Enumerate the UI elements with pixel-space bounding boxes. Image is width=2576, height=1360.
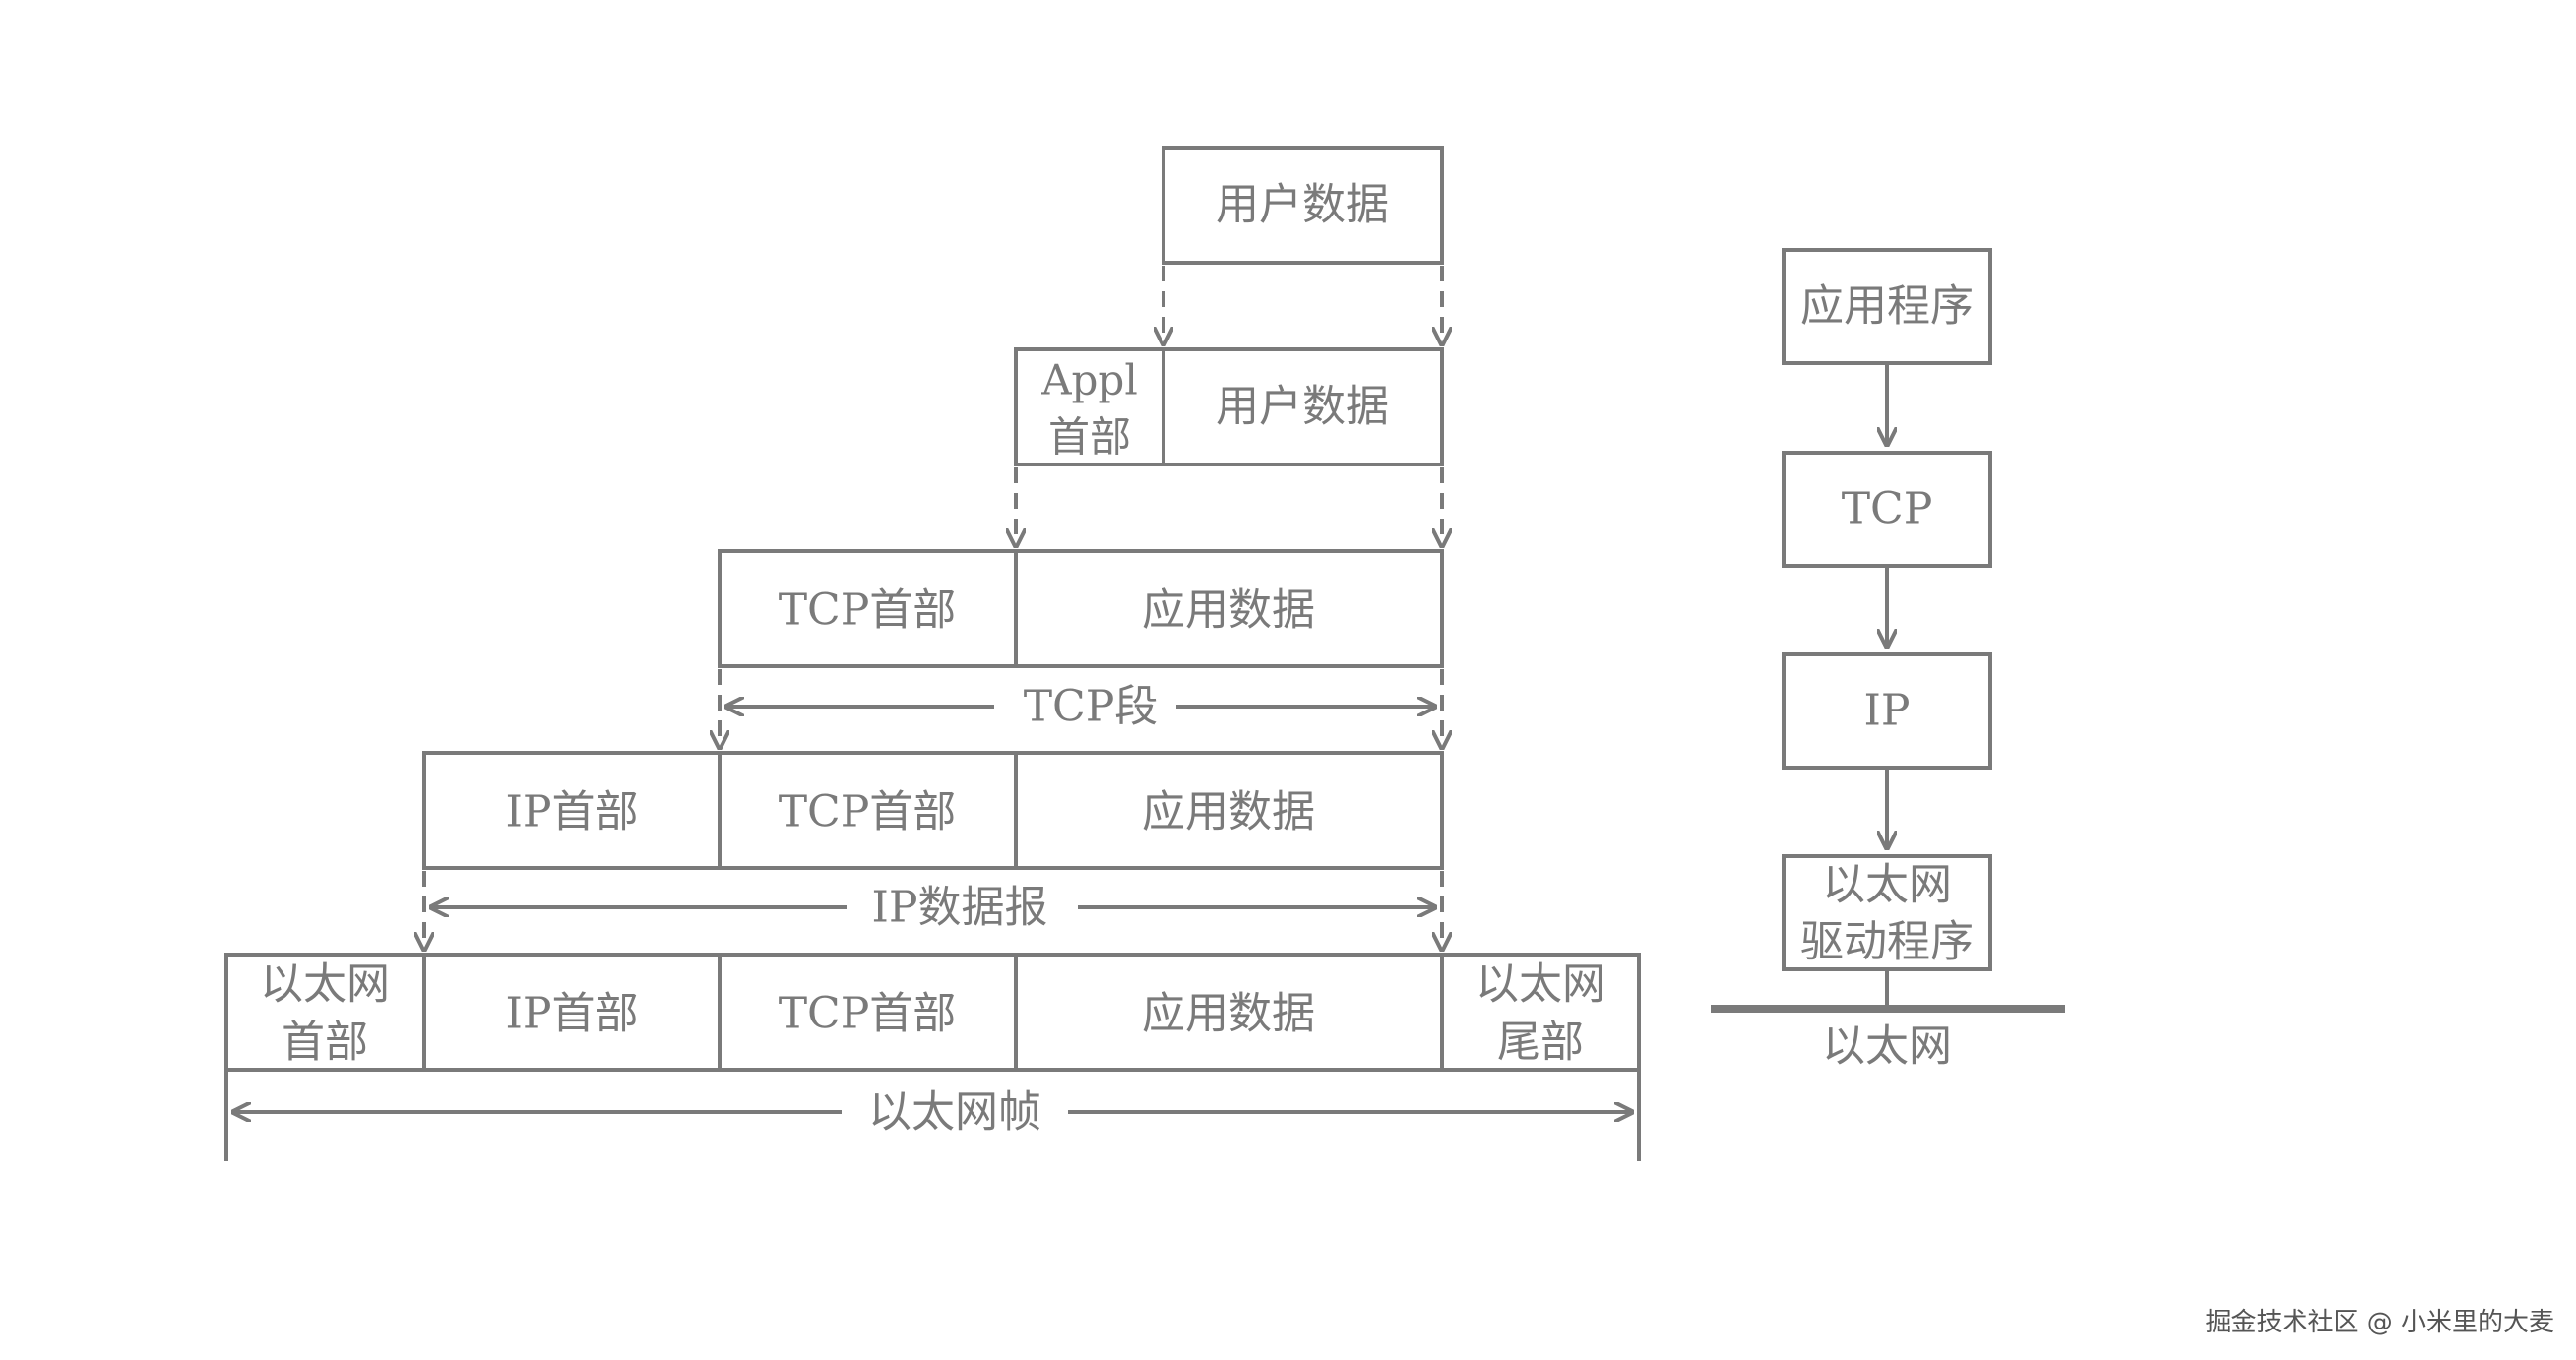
app-data-label: 应用数据 — [1142, 787, 1315, 837]
eth-trailer-label: 以太网 — [1476, 959, 1605, 1010]
ip-header-label: IP首部 — [506, 787, 639, 837]
watermark: 掘金技术社区 @ 小米里的大麦 — [2205, 1308, 2554, 1337]
tcp-header-label: TCP首部 — [779, 787, 957, 837]
user-data-box — [1162, 146, 1444, 265]
user-data-label: 用户数据 — [1216, 382, 1389, 432]
app-data-label: 应用数据 — [1142, 586, 1315, 636]
ip-label: IP — [1864, 686, 1911, 736]
eth-header-box — [224, 953, 426, 1072]
eth-trailer-label: 尾部 — [1497, 1018, 1584, 1068]
ethernet-driver-label: 以太网 — [1822, 860, 1952, 910]
ip-box — [1782, 652, 1992, 770]
ip-header-label: IP首部 — [506, 989, 639, 1039]
app-data-box — [1014, 549, 1444, 668]
row-tcp-segment: TCP首部 应用数据 — [718, 549, 1444, 668]
tcp-header-label: TCP首部 — [779, 989, 957, 1039]
appl-header-label: Appl — [1040, 356, 1138, 404]
app-data-box — [1014, 751, 1444, 870]
ethernet-driver-box — [1782, 854, 1992, 971]
eth-header-label: 以太网 — [260, 959, 390, 1010]
ethernet-frame-label: 以太网帧 — [868, 1087, 1041, 1138]
eth-trailer-box — [1440, 953, 1641, 1072]
tcp-header-box — [718, 549, 1018, 668]
ip-header-box — [422, 953, 722, 1072]
tcp-segment-label: TCP段 — [1024, 682, 1159, 732]
row-user-data: 用户数据 — [1162, 146, 1444, 265]
row-appl: Appl 首部 用户数据 — [1014, 347, 1444, 466]
tcp-header-box — [718, 953, 1018, 1072]
row-ethernet-frame: 以太网 首部 IP首部 TCP首部 应用数据 以太网 尾部 — [224, 953, 1641, 1072]
protocol-stack: 应用程序 TCP IP 以太网 驱动程序 以太网 — [1711, 248, 2065, 1072]
eth-header-label: 首部 — [282, 1018, 368, 1068]
application-label: 应用程序 — [1800, 281, 1974, 332]
tcp-header-box — [718, 751, 1018, 870]
user-data-box — [1162, 347, 1444, 466]
tcp-label: TCP — [1842, 484, 1933, 534]
tcp-header-label: TCP首部 — [779, 586, 957, 636]
appl-header-label: 首部 — [1048, 413, 1131, 462]
user-data-label: 用户数据 — [1216, 180, 1389, 230]
ip-datagram-label: IP数据报 — [872, 883, 1048, 933]
row-ip-datagram: IP首部 TCP首部 应用数据 — [422, 751, 1444, 870]
application-box — [1782, 248, 1992, 365]
ethernet-driver-label: 驱动程序 — [1800, 917, 1974, 967]
tcp-box — [1782, 451, 1992, 568]
app-data-label: 应用数据 — [1142, 989, 1315, 1039]
ethernet-network-label: 以太网 — [1822, 1021, 1952, 1072]
ip-header-box — [422, 751, 722, 870]
